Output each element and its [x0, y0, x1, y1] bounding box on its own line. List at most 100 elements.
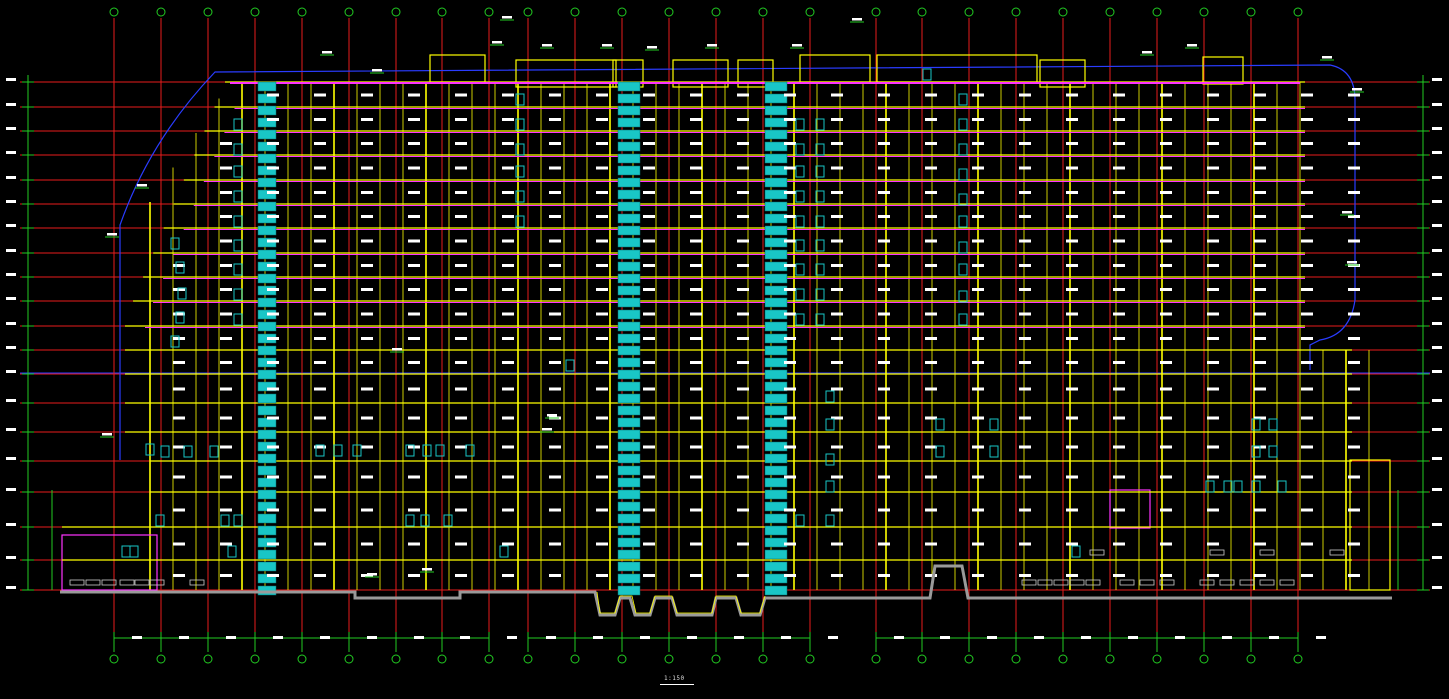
room-label: [267, 508, 279, 512]
room-label: [173, 574, 185, 577]
room-label: [1348, 166, 1360, 170]
room-label: [267, 288, 279, 291]
door-icon: [145, 443, 155, 456]
room-label: [1254, 191, 1266, 194]
parked-cars: [69, 549, 1345, 586]
roof-structure: [737, 59, 774, 88]
stair-core-segment: [764, 177, 788, 188]
room-label: [1066, 312, 1078, 316]
stair-core-segment: [257, 381, 277, 392]
room-label: [643, 508, 655, 512]
stair-core-segment: [617, 501, 641, 512]
level-text: [6, 523, 16, 526]
axis-bubble-icon: [437, 654, 447, 664]
room-label: [1348, 542, 1360, 546]
car-icon: [1037, 579, 1053, 586]
axis-bubble-icon: [1199, 654, 1209, 664]
stair-core-segment: [617, 129, 641, 140]
room-label: [1254, 542, 1266, 546]
dimension-text: [1316, 636, 1326, 639]
room-label: [784, 445, 796, 449]
car-icon: [189, 579, 205, 586]
stair-core-segment: [617, 465, 641, 476]
car-icon: [119, 579, 135, 586]
axis-bubble-icon: [570, 7, 580, 17]
elevation-marker-icon: [545, 414, 559, 419]
room-label: [1348, 142, 1360, 145]
stair-core-segment: [617, 285, 641, 296]
room-label: [1207, 337, 1219, 340]
elevation-marker-icon: [100, 433, 114, 438]
room-label: [173, 445, 185, 449]
stair-core-segment: [764, 465, 788, 476]
room-label: [549, 387, 561, 391]
room-label: [1066, 542, 1078, 546]
room-label: [408, 312, 420, 316]
level-text: [6, 78, 16, 81]
room-label: [361, 93, 373, 97]
room-label: [173, 264, 185, 267]
stair-core-segment: [764, 153, 788, 164]
room-label: [690, 508, 702, 512]
stair-core-segment: [257, 105, 277, 116]
room-label: [1207, 574, 1219, 577]
room-label: [878, 118, 890, 121]
axis-bubble-icon: [109, 7, 119, 17]
room-label: [596, 264, 608, 267]
room-label: [972, 191, 984, 194]
room-label: [831, 215, 843, 218]
dimension-text: [593, 636, 603, 639]
room-label: [408, 574, 420, 577]
room-label: [408, 475, 420, 479]
stair-core-segment: [617, 441, 641, 452]
roof-structure: [672, 59, 729, 88]
room-label: [643, 361, 655, 364]
door-icon: [233, 288, 243, 301]
room-label: [1207, 118, 1219, 121]
door-icon: [209, 445, 219, 458]
room-label: [784, 215, 796, 218]
room-label: [1348, 445, 1360, 449]
room-label: [314, 508, 326, 512]
stair-core-segment: [764, 141, 788, 152]
room-label: [643, 166, 655, 170]
door-icon: [958, 118, 968, 131]
elevation-marker-icon: [420, 568, 434, 573]
stair-core-segment: [764, 189, 788, 200]
room-label: [972, 361, 984, 364]
room-label: [361, 142, 373, 145]
stair-core-segment: [764, 441, 788, 452]
room-label: [596, 288, 608, 291]
room-label: [596, 361, 608, 364]
stair-core-segment: [764, 537, 788, 548]
room-label: [784, 264, 796, 267]
dimension-text: [1175, 636, 1185, 639]
room-label: [737, 574, 749, 577]
axis-bubble-icon: [484, 654, 494, 664]
room-label: [878, 416, 890, 420]
room-label: [831, 118, 843, 121]
room-label: [1113, 445, 1125, 449]
level-text: [1432, 297, 1442, 300]
room-label: [502, 166, 514, 170]
level-text: [6, 103, 16, 106]
dimension-text: [507, 636, 517, 639]
room-label: [1066, 387, 1078, 391]
stair-core-segment: [257, 513, 277, 524]
axis-bubble-icon: [805, 654, 815, 664]
room-label: [1160, 387, 1172, 391]
room-label: [549, 215, 561, 218]
stair-core-segment: [617, 321, 641, 332]
door-icon: [233, 143, 243, 156]
stair-core-segment: [617, 405, 641, 416]
elevation-marker-icon: [540, 44, 554, 49]
roof-structure: [515, 59, 617, 88]
room-label: [549, 166, 561, 170]
room-label: [1019, 264, 1031, 267]
room-label: [878, 445, 890, 449]
room-label: [220, 142, 232, 145]
stair-core-segment: [617, 357, 641, 368]
door-icon: [129, 545, 139, 558]
stair-core-segment: [764, 225, 788, 236]
room-label: [1066, 215, 1078, 218]
